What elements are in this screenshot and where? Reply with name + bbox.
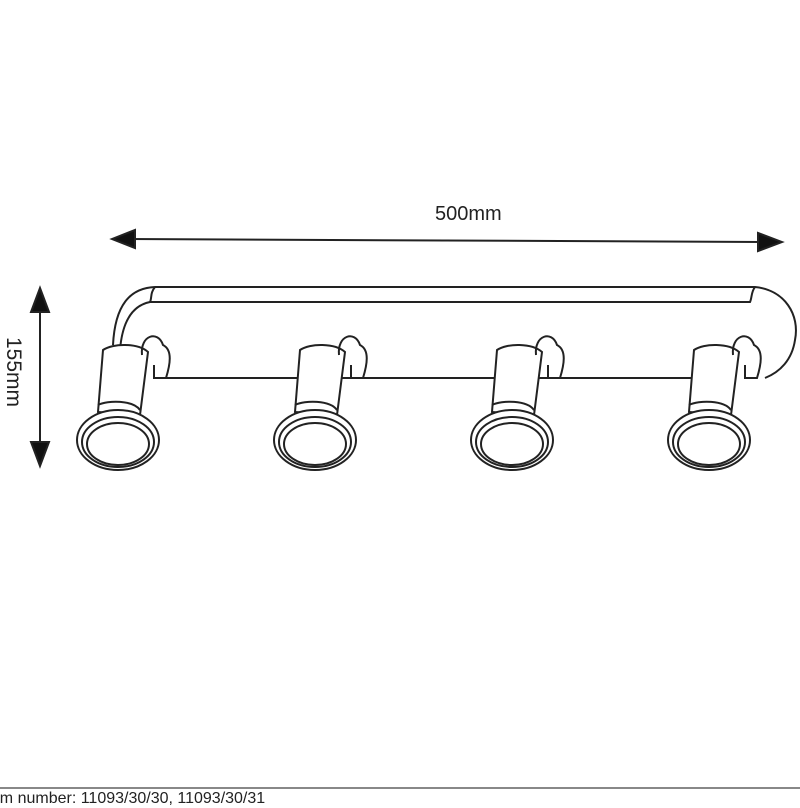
footer-divider: [0, 787, 800, 789]
height-label: 155mm: [2, 337, 25, 408]
spotlight: [273, 335, 368, 471]
mounting-bar: [112, 286, 797, 379]
width-dimension-arrow: [109, 228, 785, 253]
width-label: 500mm: [435, 203, 502, 225]
height-dimension-arrow: [29, 285, 51, 469]
item-number: Item number: 11093/30/30, 11093/30/31: [0, 790, 266, 807]
spotlight: [667, 335, 762, 471]
spotlight: [470, 335, 565, 471]
spotlight: [76, 335, 171, 471]
